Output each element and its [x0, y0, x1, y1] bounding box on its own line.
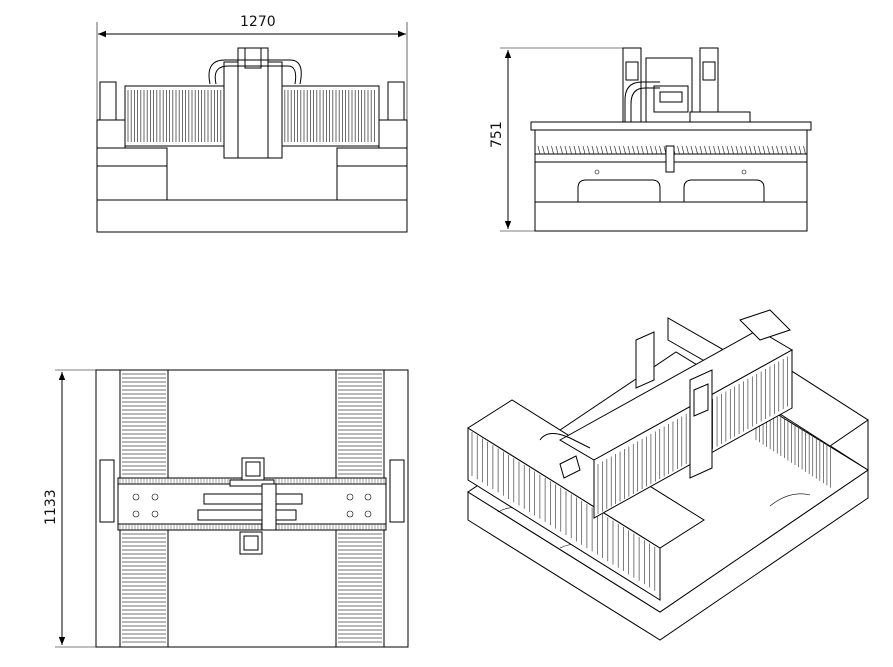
depth-dimension-label: 1133: [43, 489, 59, 525]
side-view: 751: [489, 47, 812, 232]
isometric-view: [467, 309, 869, 641]
front-view: 1270: [96, 14, 408, 233]
width-dimension-label: 1270: [240, 14, 276, 30]
height-dimension-label: 751: [489, 121, 505, 148]
top-view: 1133: [43, 369, 409, 648]
